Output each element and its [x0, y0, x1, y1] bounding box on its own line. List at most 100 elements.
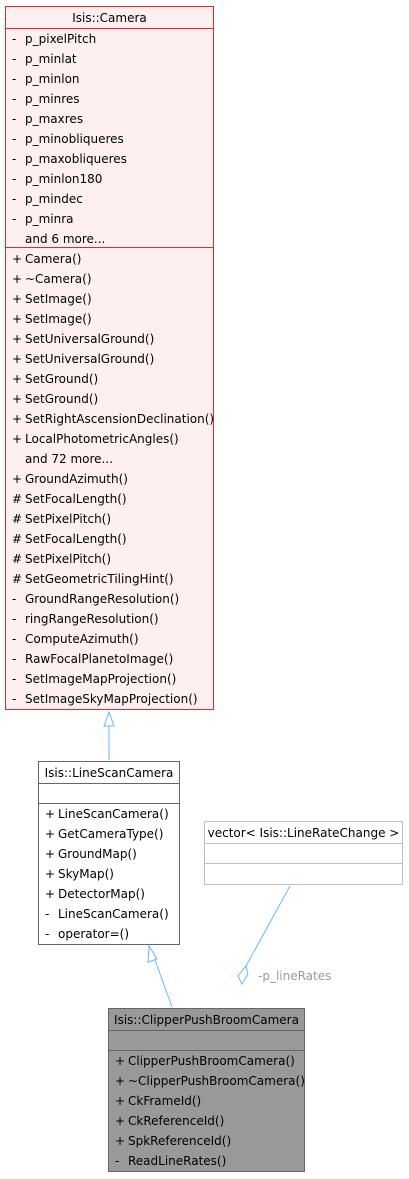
linescan-class-node[interactable]: Isis::LineScanCamera +LineScanCamera()+G… [38, 761, 180, 945]
member-name: ReadLineRates() [128, 1154, 227, 1168]
camera-method-row: -ringRangeResolution() [6, 609, 213, 629]
linescan-method-row: +LineScanCamera() [39, 804, 179, 824]
member-name: SkyMap() [58, 867, 114, 881]
visibility-marker: - [12, 592, 17, 606]
visibility-marker: - [12, 652, 17, 666]
visibility-marker: # [12, 552, 23, 566]
member-name: SetImage() [25, 292, 92, 306]
member-name: GroundMap() [58, 847, 137, 861]
visibility-marker: + [115, 1054, 126, 1068]
member-name: SetPixelPitch() [25, 552, 112, 566]
camera-attribute-row: -p_minlat [6, 49, 213, 69]
member-name: p_minlat [25, 52, 77, 66]
visibility-marker: + [45, 847, 56, 861]
member-name: SetGround() [25, 392, 99, 406]
visibility-marker: + [12, 352, 23, 366]
member-name: DetectorMap() [58, 887, 145, 901]
camera-attribute-row: -p_minlon180 [6, 169, 213, 189]
inheritance-arrowhead-linescan [147, 944, 158, 963]
clipper-method-row: +ClipperPushBroomCamera() [109, 1051, 304, 1071]
inheritance-arrowhead-camera [103, 710, 115, 727]
clipper-attributes-divider [109, 1050, 304, 1051]
visibility-marker: - [45, 907, 50, 921]
member-name: GroundRangeResolution() [25, 592, 180, 606]
visibility-marker: - [12, 132, 17, 146]
member-name: SpkReferenceId() [128, 1134, 232, 1148]
camera-attribute-row: -p_minlon [6, 69, 213, 89]
camera-attribute-row: -p_minra [6, 209, 213, 229]
linescan-title-divider [39, 783, 179, 784]
member-name: LineScanCamera() [58, 807, 169, 821]
camera-attributes-more: and 6 more... [25, 232, 106, 246]
camera-method-row: +SetGround() [6, 389, 213, 409]
member-name: ~ClipperPushBroomCamera() [128, 1074, 305, 1088]
camera-attribute-row: -p_maxres [6, 109, 213, 129]
visibility-marker: + [45, 807, 56, 821]
visibility-marker: + [115, 1074, 126, 1088]
camera-method-row: +SetGround() [6, 369, 213, 389]
member-name: SetImageMapProjection() [25, 672, 177, 686]
visibility-marker: - [115, 1154, 120, 1168]
camera-attribute-row: -p_minobliqueres [6, 129, 213, 149]
clipper-class-node[interactable]: Isis::ClipperPushBroomCamera +ClipperPus… [108, 1008, 305, 1172]
visibility-marker: + [12, 432, 23, 446]
member-name: SetImage() [25, 312, 92, 326]
visibility-marker: + [12, 252, 23, 266]
clipper-title-divider [109, 1030, 304, 1031]
visibility-marker: + [115, 1134, 126, 1148]
visibility-marker: # [12, 492, 23, 506]
visibility-marker: + [45, 867, 56, 881]
member-name: SetFocalLength() [25, 492, 127, 506]
visibility-marker: + [115, 1114, 126, 1128]
member-name: LocalPhotometricAngles() [25, 432, 179, 446]
camera-attribute-row: -p_maxobliqueres [6, 149, 213, 169]
linescan-method-row: +GroundMap() [39, 844, 179, 864]
visibility-marker: - [12, 632, 17, 646]
visibility-marker: - [12, 672, 17, 686]
member-name: p_mindec [25, 192, 83, 206]
member-name: SetPixelPitch() [25, 512, 112, 526]
camera-method-row: +SetUniversalGround() [6, 349, 213, 369]
visibility-marker: - [12, 32, 17, 46]
visibility-marker: - [12, 212, 17, 226]
member-name: SetRightAscensionDeclination() [25, 412, 215, 426]
visibility-marker: + [45, 887, 56, 901]
camera-class-node[interactable]: Isis::Camera -p_pixelPitch-p_minlat-p_mi… [5, 6, 214, 710]
member-name: p_pixelPitch [25, 32, 97, 46]
clipper-class-title: Isis::ClipperPushBroomCamera [114, 1013, 299, 1027]
camera-method-row: -ComputeAzimuth() [6, 629, 213, 649]
camera-method-row: +LocalPhotometricAngles() [6, 429, 213, 449]
visibility-marker: - [12, 172, 17, 186]
linescan-method-row: +GetCameraType() [39, 824, 179, 844]
member-name: p_maxres [25, 112, 84, 126]
camera-method-row: +Camera() [6, 249, 213, 269]
member-name: GroundAzimuth() [25, 472, 128, 486]
visibility-marker: + [115, 1094, 126, 1108]
member-name: SetUniversalGround() [25, 332, 155, 346]
linescan-method-row: +DetectorMap() [39, 884, 179, 904]
linescan-method-row: -LineScanCamera() [39, 904, 179, 924]
visibility-marker: + [12, 372, 23, 386]
visibility-marker: + [12, 412, 23, 426]
member-name: CkFrameId() [128, 1094, 202, 1108]
member-name: CkReferenceId() [128, 1114, 225, 1128]
camera-method-row: +SetUniversalGround() [6, 329, 213, 349]
member-name: p_minres [25, 92, 80, 106]
camera-method-row: +SetImage() [6, 309, 213, 329]
visibility-marker: - [12, 92, 17, 106]
visibility-marker: - [12, 152, 17, 166]
visibility-marker: # [12, 572, 23, 586]
visibility-marker: - [12, 72, 17, 86]
member-name: SetUniversalGround() [25, 352, 155, 366]
vector-class-node[interactable]: vector< Isis::LineRateChange > [204, 821, 403, 885]
member-name: SetFocalLength() [25, 532, 127, 546]
camera-method-row: +GroundAzimuth() [6, 469, 213, 489]
aggregation-edge-vector-clipper [245, 885, 291, 967]
vector-class-title: vector< Isis::LineRateChange > [207, 826, 400, 840]
camera-methods-more: and 72 more... [25, 452, 114, 466]
camera-method-row: #SetGeometricTilingHint() [6, 569, 213, 589]
clipper-method-row: +SpkReferenceId() [109, 1131, 304, 1151]
camera-method-row: +SetImage() [6, 289, 213, 309]
linescan-method-row: -operator=() [39, 924, 179, 944]
